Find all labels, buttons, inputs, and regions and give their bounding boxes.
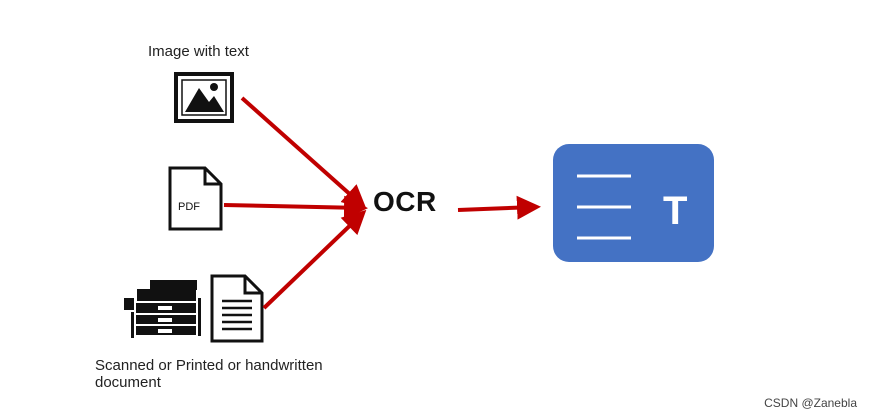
scanned-document-label-line2: document <box>95 374 161 391</box>
scanned-document-label-line1: Scanned or Printed or handwritten <box>95 357 323 374</box>
arrow-image-to-ocr <box>240 96 367 209</box>
document-icon <box>210 274 264 343</box>
arrow-pdf-to-ocr <box>223 195 368 220</box>
printer-scanner-icon <box>124 280 201 338</box>
text-output-letter: T <box>663 189 687 233</box>
text-output-icon: T <box>553 144 714 262</box>
ocr-label: OCR <box>373 186 437 217</box>
pdf-icon-label: PDF <box>178 201 200 213</box>
image-icon <box>174 72 234 123</box>
arrow-document-to-ocr <box>262 209 367 310</box>
pdf-file-icon: PDF <box>168 166 223 231</box>
watermark: CSDN @Zanebla <box>764 396 857 410</box>
arrow-ocr-to-text <box>457 195 541 220</box>
scanned-document-label: Scanned or Printed or handwritten docume… <box>95 357 415 391</box>
image-with-text-label: Image with text <box>148 43 249 60</box>
